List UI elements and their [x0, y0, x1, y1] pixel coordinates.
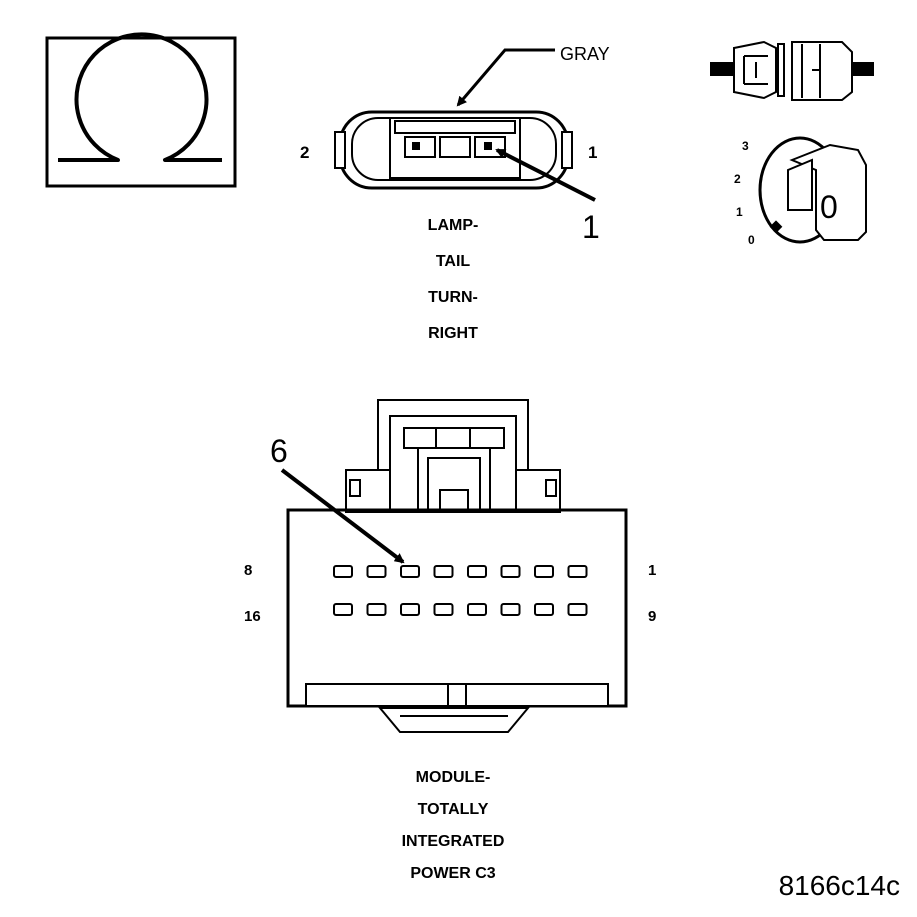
pin-cavity	[433, 603, 454, 616]
lamp-caption-line: TURN-	[428, 289, 478, 306]
module-callout-arrow	[280, 468, 405, 564]
pin-cavity	[400, 565, 420, 578]
module-caption-line: MODULE-	[416, 769, 491, 786]
pin-cavity	[366, 565, 387, 578]
ohm-icon	[45, 32, 237, 188]
top-row-right-pin-label: 1	[648, 562, 656, 579]
module-connector	[286, 399, 628, 733]
module-caption-line: INTEGRATED	[402, 833, 505, 850]
ignition-position-label: 2	[734, 172, 741, 186]
pin-cavity	[534, 565, 554, 578]
pin-cavity	[467, 603, 487, 616]
pin-cavity	[500, 603, 521, 616]
module-callout-number: 6	[270, 433, 288, 469]
module-caption-line: TOTALLY	[418, 801, 489, 818]
pin-cavity	[567, 603, 588, 616]
pin-cavity	[333, 603, 353, 616]
module-caption: MODULE- TOTALLY INTEGRATED POWER C3	[402, 769, 505, 882]
bottom-row-left-pin-label: 16	[244, 608, 261, 625]
pin-cavity	[500, 565, 521, 578]
pin-cavity	[567, 565, 588, 578]
module-caption-line: POWER C3	[410, 865, 495, 882]
pin-cavity	[534, 603, 554, 616]
ignition-position-label: 0	[748, 233, 755, 247]
pin-cavity-grid	[333, 565, 588, 616]
pin-cavity	[400, 603, 420, 616]
pin-cavity	[333, 565, 353, 578]
key-position-label: 0	[820, 189, 838, 225]
lamp-caption-line: TAIL	[436, 253, 471, 270]
wire-color-label: GRAY	[560, 44, 610, 64]
ignition-position-label: 1	[736, 205, 743, 219]
lamp-callout-number: 1	[582, 209, 600, 245]
ignition-key-icon	[758, 136, 867, 244]
lamp-pin-left-label: 2	[300, 143, 309, 162]
pin-cavity	[433, 565, 454, 578]
lamp-callout-arrow	[495, 148, 596, 202]
lamp-connector	[334, 110, 573, 190]
lamp-caption: LAMP- TAIL TURN- RIGHT	[428, 217, 479, 342]
lamp-caption-line: RIGHT	[428, 325, 478, 342]
bottom-row-right-pin-label: 9	[648, 608, 656, 625]
pin-cavity	[366, 603, 387, 616]
lamp-pin-right-label: 1	[588, 143, 597, 162]
pin-cavity	[467, 565, 487, 578]
ignition-position-label: 3	[742, 139, 749, 153]
lamp-caption-line: LAMP-	[428, 217, 479, 234]
top-row-left-pin-label: 8	[244, 562, 252, 579]
disconnect-icon	[710, 40, 874, 101]
gray-wire-pointer	[456, 48, 555, 107]
figure-id: 8166c14c	[779, 870, 900, 901]
